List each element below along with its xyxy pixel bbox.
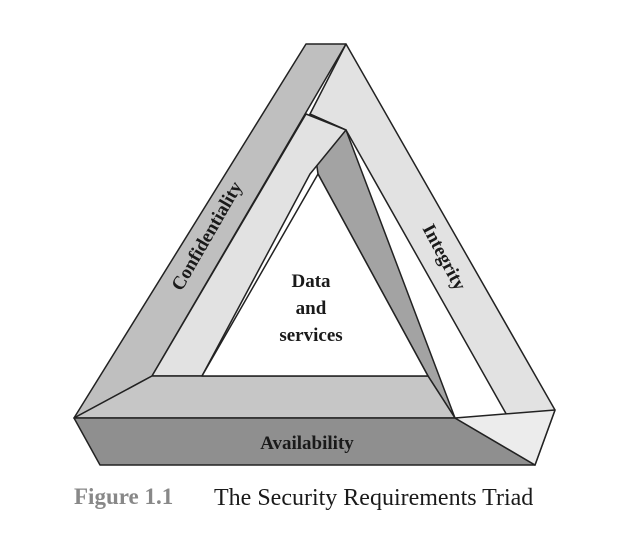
figure-caption: Figure 1.1 The Security Requirements Tria… bbox=[74, 484, 614, 512]
confidentiality-inner-face bbox=[151, 113, 347, 377]
center-triangle bbox=[201, 173, 429, 377]
center-label-line-2: and bbox=[296, 298, 327, 319]
integrity-end-face bbox=[454, 409, 556, 466]
center-label-line-3: services bbox=[279, 325, 342, 346]
integrity-bar bbox=[309, 43, 556, 466]
availability-label: Availability bbox=[260, 433, 354, 454]
center-label-line-1: Data bbox=[291, 271, 331, 292]
figure-number: Figure 1.1 bbox=[74, 484, 174, 509]
figure-title: The Security Requirements Triad bbox=[214, 485, 534, 511]
